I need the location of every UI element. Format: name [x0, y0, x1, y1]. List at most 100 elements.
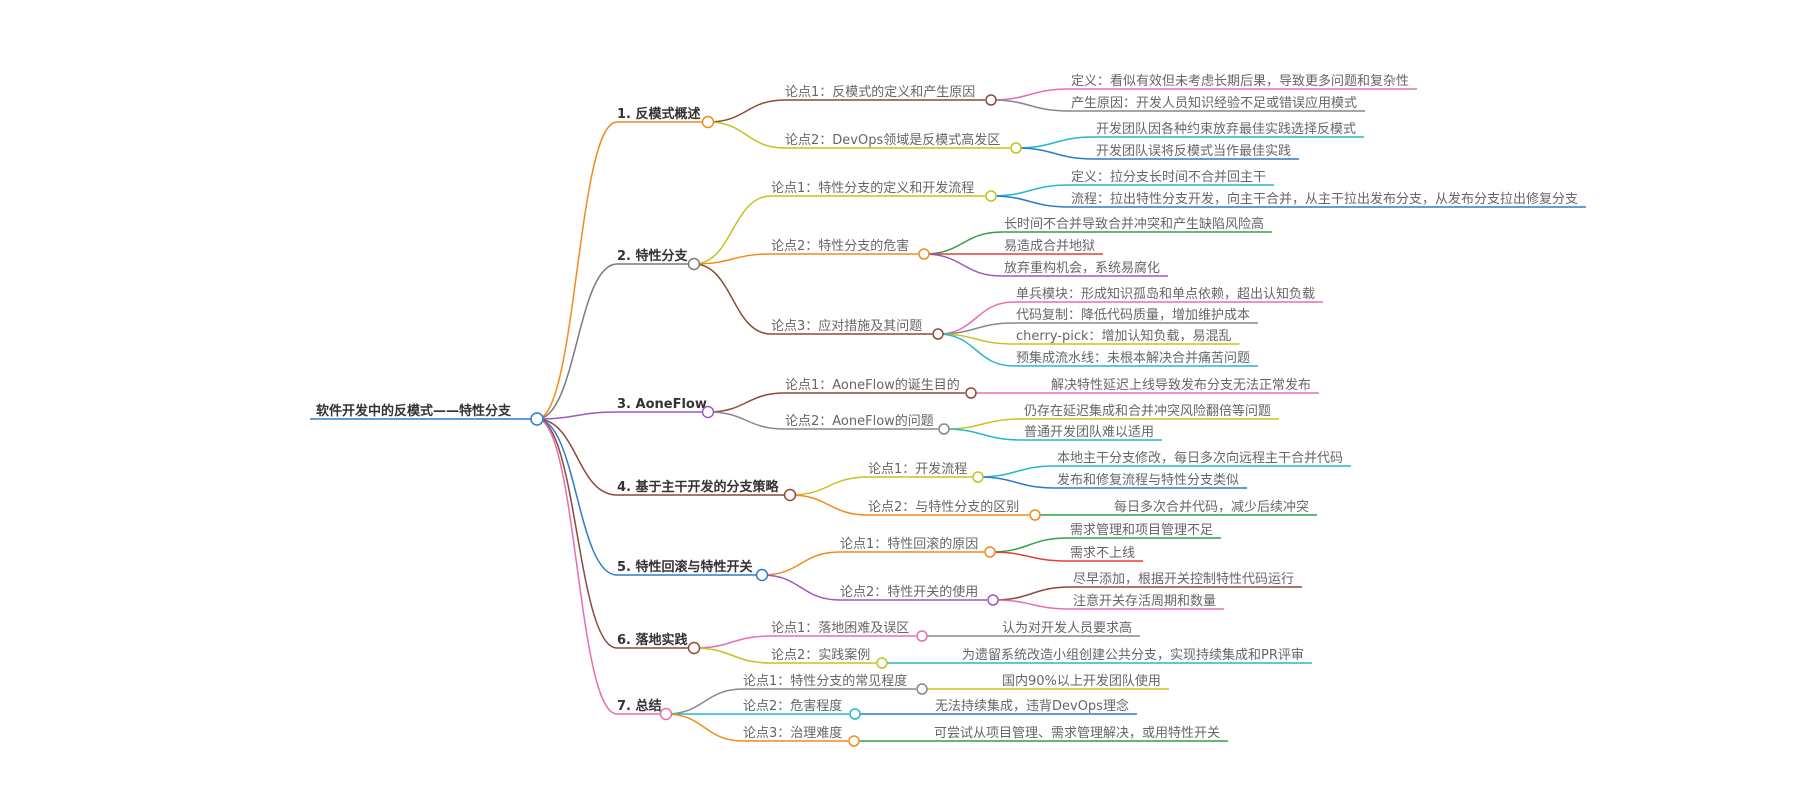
root-toggle[interactable]: [530, 412, 544, 426]
edge-branch-7-point-1: [665, 688, 744, 715]
branch-2-point-1-toggle[interactable]: [985, 190, 997, 202]
branch-2-point-3-detail-4: 预集成流水线：未根本解决合并痛苦问题: [1016, 350, 1250, 366]
mindmap-edges: [310, 88, 1587, 742]
branch-2-toggle[interactable]: [687, 257, 701, 271]
branch-2-point-2-detail-1: 长时间不合并导致合并冲突和产生缺陷风险高: [1004, 216, 1264, 232]
edge-root-branch-4: [536, 418, 618, 496]
branch-7-point-1-detail-1: 国内90%以上开发团队使用: [1002, 673, 1161, 689]
branch-2-title: 2. 特性分支: [617, 248, 689, 264]
branch-1-toggle[interactable]: [701, 115, 715, 129]
edge-branch-5-point-2-detail-1: [992, 586, 1072, 601]
edge-branch-1-point-2-detail-2: [1015, 147, 1095, 160]
root-topic: 软件开发中的反模式——特性分支: [316, 403, 512, 419]
branch-6-point-1-detail-1: 认为对开发人员要求高: [1002, 620, 1132, 636]
branch-2-point-1-detail-1: 定义：拉分支长时间不合并回主干: [1071, 170, 1266, 185]
edge-branch-2-point-2-detail-1: [923, 231, 1003, 255]
branch-5-title: 5. 特性回滚与特性开关: [617, 559, 753, 575]
edge-branch-5-point-1-detail-2: [989, 551, 1069, 562]
edge-branch-4-point-1-detail-1: [977, 465, 1056, 478]
edge-branch-2-point-2: [693, 253, 772, 265]
branch-4-point-2-label: 论点2：与特性分支的区别: [868, 499, 1019, 515]
branch-5-toggle[interactable]: [755, 568, 769, 582]
edge-branch-6-point-2: [693, 647, 772, 664]
branch-4-point-1-detail-1: 本地主干分支修改，每日多次向远程主干合并代码: [1057, 450, 1343, 466]
edge-branch-2-point-1-detail-2: [990, 195, 1070, 208]
branch-3-point-2-toggle[interactable]: [938, 423, 950, 435]
branch-1-point-1-label: 论点1：反模式的定义和产生原因: [785, 84, 975, 100]
branch-7-toggle[interactable]: [659, 707, 673, 721]
edge-branch-2-point-2-detail-3: [923, 253, 1003, 277]
branch-3-title: 3. AoneFlow: [617, 397, 707, 412]
branch-5-point-2-toggle[interactable]: [987, 594, 999, 606]
branch-6-point-1-label: 论点1：落地困难及误区: [771, 621, 909, 636]
edge-branch-2-point-1-detail-1: [990, 184, 1070, 197]
edge-branch-5-point-2: [761, 574, 841, 601]
branch-7-point-3-toggle[interactable]: [848, 735, 860, 747]
edge-root-branch-3: [536, 411, 618, 420]
edge-branch-4-point-2: [789, 494, 869, 516]
edge-root-branch-1: [536, 121, 618, 420]
branch-2-point-3-toggle[interactable]: [932, 328, 944, 340]
edge-root-branch-5: [536, 418, 618, 576]
branch-1-point-2-detail-2: 开发团队误将反模式当作最佳实践: [1096, 143, 1291, 159]
branch-6-point-2-toggle[interactable]: [876, 657, 888, 669]
branch-3-point-1-toggle[interactable]: [965, 387, 977, 399]
branch-2-point-2-toggle[interactable]: [918, 248, 930, 260]
branch-7-point-3-detail-1: 可尝试从项目管理、需求管理解决，或用特性开关: [934, 726, 1220, 741]
edge-branch-4-point-1: [789, 476, 869, 496]
branch-5-point-1-detail-2: 需求不上线: [1070, 546, 1135, 561]
branch-6-point-1-toggle[interactable]: [916, 630, 928, 642]
edge-branch-5-point-2-detail-2: [992, 599, 1072, 610]
branch-6-toggle[interactable]: [687, 641, 701, 655]
edge-branch-6-point-1: [693, 635, 772, 649]
edge-branch-1-point-1-detail-2: [990, 99, 1070, 112]
branch-7-point-1-label: 论点1：特性分支的常见程度: [743, 673, 907, 689]
branch-6-point-2-label: 论点2：实践案例: [771, 648, 870, 663]
branch-5-point-1-toggle[interactable]: [984, 546, 996, 558]
branch-4-point-1-toggle[interactable]: [972, 471, 984, 483]
branch-5-point-2-label: 论点2：特性开关的使用: [840, 584, 978, 600]
branch-7-point-2-detail-1: 无法持续集成，违背DevOps理念: [935, 698, 1129, 714]
branch-2-point-2-detail-3: 放弃重构机会，系统易腐化: [1004, 260, 1160, 276]
branch-3-toggle[interactable]: [701, 405, 715, 419]
branch-7-point-2-toggle[interactable]: [849, 708, 861, 720]
branch-1-point-1-detail-1: 定义：看似有效但未考虑长期后果，导致更多问题和复杂性: [1071, 73, 1409, 89]
branch-4-title: 4. 基于主干开发的分支策略: [617, 479, 780, 495]
edge-root-branch-2: [536, 263, 618, 420]
branch-1-point-1-detail-2: 产生原因：开发人员知识经验不足或错误应用模式: [1071, 95, 1357, 111]
branch-7-point-2-label: 论点2：危害程度: [743, 698, 842, 714]
branch-2-point-2-detail-2: 易造成合并地狱: [1004, 239, 1095, 254]
branch-2-point-3-detail-1: 单兵模块：形成知识孤岛和单点依赖，超出认知负载: [1016, 286, 1315, 302]
edge-root-branch-7: [536, 418, 618, 715]
branch-7-point-1-toggle[interactable]: [916, 683, 928, 695]
branch-6-point-2-detail-1: 为遗留系统改造小组创建公共分支，实现持续集成和PR评审: [962, 647, 1304, 663]
branch-2-point-3-label: 论点3：应对措施及其问题: [771, 318, 922, 334]
branch-3-point-1-detail-1: 解决特性延迟上线导致发布分支无法正常发布: [1051, 377, 1311, 393]
edge-branch-3-point-2-detail-2: [943, 428, 1023, 441]
branch-3-point-2-detail-2: 普通开发团队难以适用: [1024, 424, 1154, 440]
branch-1-point-2-detail-1: 开发团队因各种约束放弃最佳实践选择反模式: [1096, 121, 1356, 137]
branch-3-point-2-detail-1: 仍存在延迟集成和合并冲突风险翻倍等问题: [1024, 403, 1271, 419]
branch-4-toggle[interactable]: [783, 488, 797, 502]
edge-branch-3-point-2: [707, 411, 786, 430]
edge-branch-7-point-3: [665, 713, 744, 742]
edge-branch-3-point-2-detail-1: [943, 418, 1023, 430]
branch-7-point-3-label: 论点3：治理难度: [743, 725, 842, 741]
branch-5-point-2-detail-2: 注意开关存活周期和数量: [1073, 593, 1216, 609]
edge-branch-2-point-1: [693, 195, 772, 265]
branch-4-point-2-toggle[interactable]: [1029, 509, 1041, 521]
edge-branch-4-point-1-detail-2: [977, 476, 1056, 489]
edge-branch-1-point-1-detail-1: [990, 88, 1070, 101]
branch-7-title: 7. 总结: [617, 698, 662, 714]
edge-root-branch-6: [536, 418, 618, 649]
edge-branch-3-point-1: [707, 392, 786, 413]
branch-1-point-2-toggle[interactable]: [1010, 142, 1022, 154]
branch-3-point-2-label: 论点2：AoneFlow的问题: [785, 413, 934, 429]
edge-branch-2-point-3: [693, 263, 772, 335]
branch-5-point-1-label: 论点1：特性回滚的原因: [840, 536, 978, 552]
branch-3-point-1-label: 论点1：AoneFlow的诞生目的: [785, 377, 960, 393]
branch-1-point-1-toggle[interactable]: [985, 94, 997, 106]
edge-branch-2-point-3-detail-4: [937, 333, 1015, 367]
